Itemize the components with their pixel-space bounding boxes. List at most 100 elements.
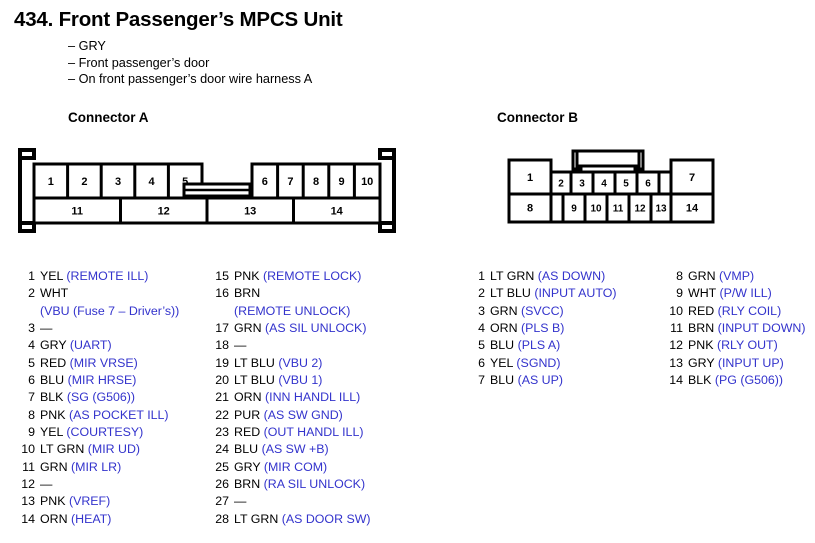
signal-name: (COURTESY) [66,425,144,440]
wire-color-code: GRN [40,459,68,474]
wire-color-code: YEL [40,425,63,440]
connector-a-top-right-pins: 6 7 8 9 10 [262,176,374,188]
pin-description: LT BLU (INPUT AUTO) [485,285,658,302]
pin-number: 13 [669,355,683,370]
pin-description: — [229,337,410,354]
signal-name: (VMP) [719,269,755,283]
wire-color-code: GRY [234,459,261,474]
pin-number: 8 [28,407,35,422]
signal-name: (INPUT AUTO) [534,286,617,301]
pin-description: ORN (HEAT) [35,511,208,528]
pin-description: BRN [229,285,410,302]
pin-number: 2 [558,179,564,190]
pin-description: GRN (VMP) [683,268,815,285]
signal-name: (PG (G506)) [714,373,784,388]
pin-description: BLK (SG (G506)) [35,389,208,406]
pin-number: 12 [669,338,683,353]
pin-number: 6 [28,373,35,388]
signal-name: (RLY COIL) [717,303,782,318]
pin-number: 9 [676,286,683,301]
pin-description: PNK (RLY OUT) [683,337,815,354]
wire-color-code: LT BLU [234,373,275,388]
pin-number: 8 [676,269,683,283]
pin-number: 25 [215,459,229,474]
signal-name-continuation: (REMOTE UNLOCK) [234,303,351,318]
subtitle-line: – GRY [68,39,106,53]
signal-name: (RLY OUT) [716,338,778,353]
pin-number: 20 [215,373,229,388]
pin-number: 10 [21,442,35,457]
pin-number: 4 [149,176,156,188]
pin-description: BRN (INPUT DOWN) [683,320,815,337]
pin-number: 1 [478,269,485,283]
pin-number: 7 [28,390,35,405]
pin-description: WHT [35,285,208,302]
pin-number: 19 [215,355,229,370]
signal-name: (RA SIL UNLOCK) [263,477,366,492]
pin-description: — [35,476,208,493]
signal-name: (VBU 2) [278,355,323,370]
pin-number: 28 [215,511,229,526]
subtitle-list: – GRY – Front passenger’s door – On fron… [68,38,312,88]
wire-color-code: — [40,321,53,336]
wire-color-code: GRY [688,355,715,370]
pin-description: BLU (AS UP) [485,372,658,389]
pin-number: 5 [478,338,485,353]
connector-a-bottom-pins: 11 12 13 14 [71,205,343,217]
signal-name: (AS DOWN) [537,269,606,283]
wire-color-code: BLU [234,442,259,457]
connector-b-diagram: 1 2 3 4 5 6 7 8 9 10 11 12 13 14 [507,149,715,224]
signal-name: (AS POCKET ILL) [68,407,169,422]
wire-color-code: GRN [234,321,262,336]
pin-number: 12 [634,204,646,215]
signal-name: (SGND) [516,355,561,370]
wire-color-code: BLK [40,390,64,405]
pin-description: BLU (MIR HRSE) [35,372,208,389]
signal-name: (SVCC) [521,303,564,318]
pin-number: 26 [215,477,229,492]
wire-color-code: RED [40,355,67,370]
signal-name: (AS UP) [517,373,563,388]
pin-number: 14 [686,202,699,214]
connector-a-diagram: 1 2 3 4 5 6 7 8 9 10 11 12 13 14 [18,148,396,233]
connector-b-heading: Connector B [497,110,578,125]
wire-color-code: BRN [234,286,261,301]
pin-description: PNK (REMOTE LOCK) [229,268,410,285]
subtitle-line: – On front passenger’s door wire harness… [68,72,313,86]
pin-description: PNK (VREF) [35,493,208,510]
pin-description: GRN (MIR LR) [35,459,208,476]
pin-description: BLU (PLS A) [485,337,658,354]
connector-a-top-left-pins: 1 2 3 4 5 [48,176,189,188]
pin-number: 27 [215,494,229,509]
signal-name: (MIR VRSE) [69,355,138,370]
wire-color-code: GRN [490,303,518,318]
wire-color-code: WHT [40,286,69,301]
signal-name: (MIR HRSE) [67,373,137,388]
pin-number: 15 [215,269,229,283]
wire-color-code: YEL [490,355,513,370]
pin-number: 6 [478,355,485,370]
signal-name: (HEAT) [71,511,112,526]
connector-b-top-latch [571,149,645,171]
pin-description: YEL (SGND) [485,355,658,372]
pin-description: GRY (MIR COM) [229,459,410,476]
pin-description: GRY (INPUT UP) [683,355,815,372]
pin-number: 5 [182,176,188,188]
